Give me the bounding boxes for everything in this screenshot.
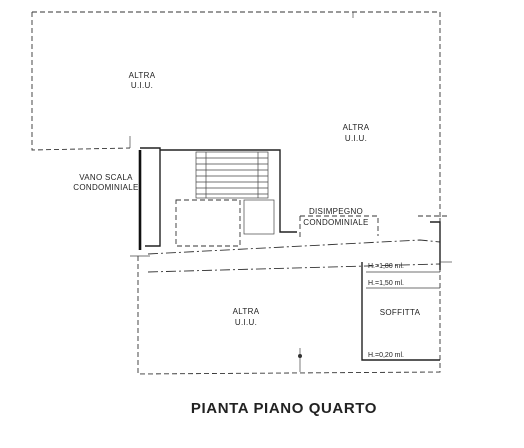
svg-text:ALTRA: ALTRA (233, 307, 260, 316)
section-markers (129, 12, 452, 372)
height-label-3: H.=0,20 ml. (368, 352, 404, 359)
drawing-title: PIANTA PIANO QUARTO (191, 400, 377, 417)
room-label-soffitta: SOFFITTA (380, 308, 421, 317)
soffitta-wall (361, 262, 440, 361)
room-label-altra-uiu-bottom: ALTRA U.I.U. (233, 307, 260, 327)
stair-enclosure-inner (160, 149, 297, 233)
svg-text:U.I.U.: U.I.U. (345, 134, 367, 143)
svg-text:U.I.U.: U.I.U. (131, 81, 153, 90)
room-label-disimpegno: DISIMPEGNO CONDOMINIALE (303, 207, 368, 227)
svg-text:CONDOMINIALE: CONDOMINIALE (73, 183, 138, 192)
corridor-boundary-lower (147, 263, 441, 273)
svg-text:CONDOMINIALE: CONDOMINIALE (303, 218, 368, 227)
right-wall (430, 221, 441, 270)
stair-enclosure-wall (140, 147, 161, 247)
room-label-altra-uiu-right: ALTRA U.I.U. (343, 123, 370, 143)
svg-text:U.I.U.: U.I.U. (235, 318, 257, 327)
height-label-2: H.=1,50 ml. (368, 280, 404, 287)
svg-text:ALTRA: ALTRA (343, 123, 370, 132)
soffitta-inner (366, 271, 440, 289)
stair-flights (195, 151, 275, 235)
svg-text:ALTRA: ALTRA (129, 71, 156, 80)
corridor-outline (299, 215, 379, 240)
svg-text:DISIMPEGNO: DISIMPEGNO (309, 207, 363, 216)
height-label-1: H.=1,80 ml. (368, 263, 404, 270)
svg-text:VANO SCALA: VANO SCALA (79, 173, 133, 182)
corridor-boundary (147, 239, 441, 255)
stair-landing-outline (175, 199, 241, 247)
room-label-altra-uiu-top-left: ALTRA U.I.U. (129, 71, 156, 90)
outline-altra-uiu-lower (137, 256, 441, 375)
room-label-vano-scala: VANO SCALA CONDOMINIALE (73, 173, 138, 192)
